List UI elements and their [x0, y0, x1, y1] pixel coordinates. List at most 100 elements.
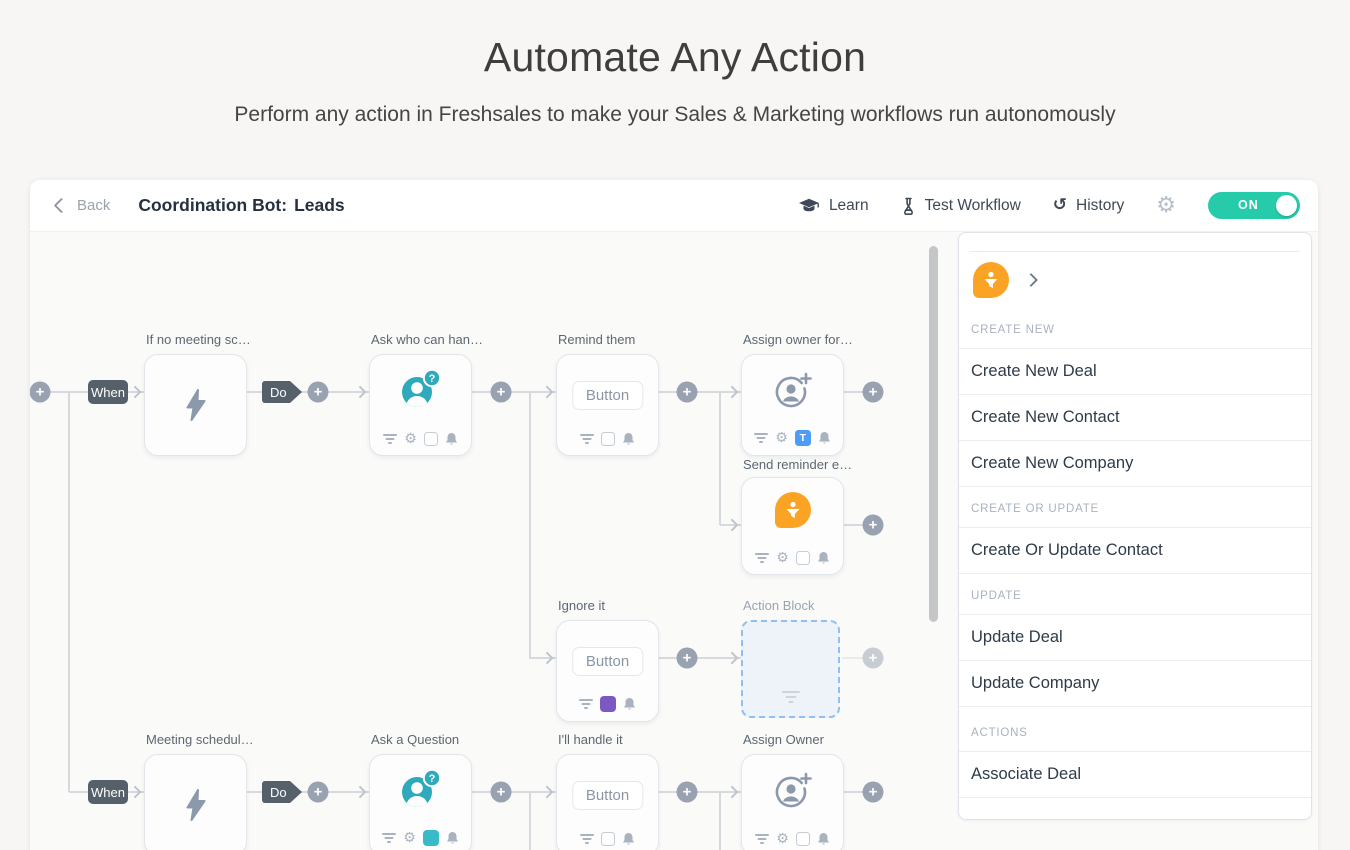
node-ill-handle-it[interactable]: Button: [556, 754, 659, 850]
add-step-button[interactable]: [862, 647, 884, 669]
connector-line: [842, 391, 863, 393]
connector-line: [470, 391, 491, 393]
connector-line: [720, 524, 741, 526]
node-ignore-it[interactable]: Button: [556, 620, 659, 722]
node-label: If no meeting sc…: [146, 332, 251, 347]
add-step-button[interactable]: [862, 514, 884, 536]
node-ask-a-question[interactable]: ? ⚙: [369, 754, 472, 850]
settings-gear-icon[interactable]: ⚙: [1156, 192, 1176, 218]
action-item-create-new-contact[interactable]: Create New Contact: [959, 395, 1311, 441]
add-step-button[interactable]: [30, 381, 51, 403]
bell-icon: [623, 697, 636, 711]
template-badge: T: [794, 430, 811, 446]
node-trigger-no-meeting[interactable]: [144, 354, 247, 456]
assign-user-icon: [742, 370, 843, 410]
connector-arrow: [725, 651, 739, 665]
when-badge: When: [88, 780, 128, 804]
svg-text:?: ?: [428, 373, 435, 385]
bell-icon: [622, 432, 635, 446]
workflow-on-toggle[interactable]: ON: [1208, 192, 1300, 219]
connector-arrow: [725, 785, 739, 799]
checkbox-icon: [795, 551, 810, 565]
question-person-icon: ?: [370, 368, 471, 410]
test-workflow-button[interactable]: Test Workflow: [901, 197, 1021, 215]
add-step-button[interactable]: [862, 781, 884, 803]
checkbox-icon: [795, 832, 810, 846]
node-assign-owner-for[interactable]: ⚙ T: [741, 354, 844, 456]
section-header: ACTIONS: [959, 707, 1311, 752]
node-ask-who-can-handle[interactable]: ? ⚙: [369, 354, 472, 456]
lightning-icon: [145, 355, 246, 455]
action-item-update-company[interactable]: Update Company: [959, 661, 1311, 707]
node-label: I'll handle it: [558, 732, 623, 747]
assign-user-icon: [742, 770, 843, 810]
workflow-window: Back Coordination Bot: Leads Learn: [30, 180, 1318, 850]
add-step-button[interactable]: [676, 381, 698, 403]
bot-name: Leads: [294, 195, 345, 215]
panel-section-actions: ACTIONS Associate Deal: [959, 707, 1311, 798]
connector-line: [529, 792, 531, 850]
canvas-scrollbar[interactable]: [929, 246, 938, 622]
freshsales-app-row[interactable]: [959, 252, 1311, 308]
gear-icon: ⚙: [404, 431, 417, 447]
action-item-update-deal[interactable]: Update Deal: [959, 615, 1311, 661]
history-button[interactable]: ↺ History: [1053, 197, 1124, 215]
action-item-create-or-update-contact[interactable]: Create Or Update Contact: [959, 528, 1311, 574]
node-label: Remind them: [558, 332, 636, 347]
chevron-left-icon: [53, 197, 70, 214]
connector-line: [842, 524, 863, 526]
bot-label: Coordination Bot:: [138, 195, 288, 215]
connector-line: [68, 392, 70, 792]
filter-icon: [383, 433, 398, 445]
connector-line: [126, 391, 144, 393]
gear-icon: ⚙: [776, 550, 789, 566]
graduation-cap-icon: [798, 198, 820, 213]
button-chip: Button: [571, 647, 644, 676]
action-item-create-new-company[interactable]: Create New Company: [959, 441, 1311, 487]
connector-arrow: [128, 385, 142, 399]
add-step-button[interactable]: [307, 781, 329, 803]
filter-icon: [754, 432, 769, 444]
node-send-reminder-email[interactable]: ⚙: [741, 477, 844, 575]
action-item-associate-deal[interactable]: Associate Deal: [959, 752, 1311, 798]
bell-icon: [817, 551, 830, 565]
history-label: History: [1076, 196, 1125, 214]
add-step-button[interactable]: [490, 781, 512, 803]
connector-line: [298, 391, 308, 393]
node-label: Ask a Question: [371, 732, 460, 747]
node-meeting-scheduled[interactable]: [144, 754, 247, 850]
node-label: Send reminder e…: [743, 457, 853, 472]
section-header: CREATE OR UPDATE: [959, 487, 1311, 528]
connector-line: [657, 791, 677, 793]
connector-line: [298, 791, 308, 793]
test-workflow-label: Test Workflow: [924, 196, 1021, 214]
node-remind-them[interactable]: Button: [556, 354, 659, 456]
add-step-button[interactable]: [676, 647, 698, 669]
bell-icon: [445, 432, 458, 446]
action-item-create-new-deal[interactable]: Create New Deal: [959, 349, 1311, 395]
back-label: Back: [77, 197, 111, 214]
learn-button[interactable]: Learn: [798, 197, 869, 215]
back-button[interactable]: Back: [53, 197, 111, 214]
node-assign-owner[interactable]: ⚙: [741, 754, 844, 850]
bell-icon: [817, 832, 830, 846]
button-chip: Button: [571, 781, 644, 810]
filter-icon: [755, 552, 770, 564]
connector-line: [69, 791, 88, 793]
do-badge: Do: [262, 781, 302, 803]
section-header: CREATE NEW: [959, 308, 1311, 349]
page-title: Automate Any Action: [483, 34, 867, 80]
question-person-icon: ?: [370, 768, 471, 810]
node-action-block-placeholder[interactable]: [741, 620, 840, 718]
toggle-knob: [1276, 195, 1297, 216]
add-step-button[interactable]: [676, 781, 698, 803]
add-step-button[interactable]: [307, 381, 329, 403]
purple-action-icon: [600, 696, 616, 712]
add-step-button[interactable]: [862, 381, 884, 403]
add-step-button[interactable]: [490, 381, 512, 403]
connector-line: [842, 791, 863, 793]
connector-arrow: [353, 385, 367, 399]
node-label: Ignore it: [558, 598, 605, 613]
panel-divider: [970, 251, 1300, 252]
